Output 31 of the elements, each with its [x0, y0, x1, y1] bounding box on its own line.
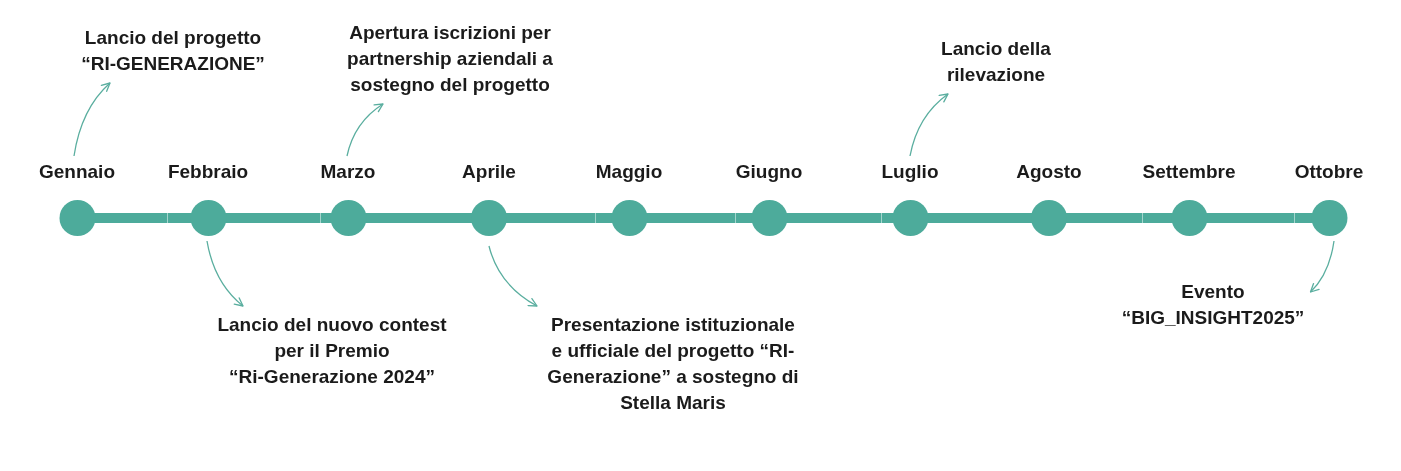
curved-arrow	[346, 103, 384, 157]
month-label: Febbraio	[167, 160, 249, 184]
timeline-line	[802, 213, 882, 223]
month-label: Gennaio	[39, 160, 115, 184]
month-label: Luglio	[881, 160, 939, 184]
month-label: Agosto	[1016, 160, 1082, 184]
month-label: Maggio	[595, 160, 663, 184]
timeline-line	[938, 213, 1016, 223]
month-label: Aprile	[462, 160, 516, 184]
curved-arrow	[206, 240, 244, 307]
month-label: Settembre	[1142, 160, 1236, 184]
curved-arrow	[1309, 240, 1335, 293]
month-label: Marzo	[320, 160, 376, 184]
curved-arrow	[488, 245, 538, 307]
timeline-line	[1082, 213, 1143, 223]
timeline-line	[248, 213, 321, 223]
timeline-line	[115, 213, 168, 223]
month-label: Giugno	[735, 160, 803, 184]
curved-arrow	[909, 93, 949, 157]
event-description: Lancio della rilevazione	[940, 37, 1052, 87]
event-description: Lancio del progetto “RI-GENERAZIONE”	[80, 26, 266, 76]
timeline-line	[516, 213, 596, 223]
timeline-line	[662, 213, 736, 223]
event-description: Presentazione istituzionale e ufficiale del progetto “RI-Generazione” a sostegno di Stella Maris	[546, 313, 800, 415]
event-description: Evento “BIG_INSIGHT2025”	[1120, 280, 1306, 330]
timeline-line	[375, 213, 462, 223]
curved-arrow	[73, 82, 111, 157]
timeline-line	[1235, 213, 1295, 223]
month-label: Ottobre	[1294, 160, 1364, 184]
event-description: Apertura iscrizioni per partnership aziendali a sostegno del progetto	[346, 21, 554, 97]
event-description: Lancio del nuovo contest per il Premio “Ri-Generazione 2024”	[216, 313, 448, 389]
